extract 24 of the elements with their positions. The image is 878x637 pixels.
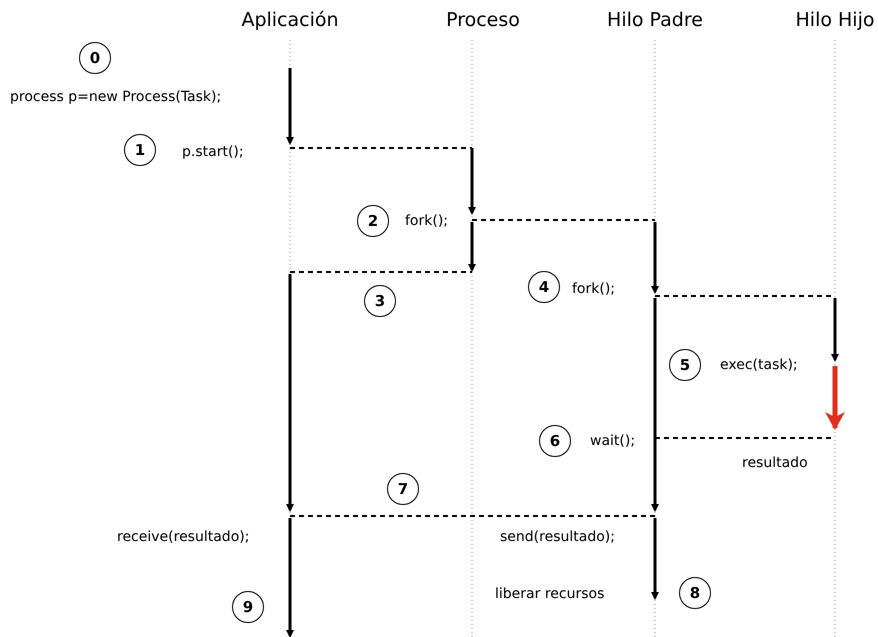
step-number: 6 <box>539 425 571 457</box>
step-number: 3 <box>364 285 396 317</box>
code-text: liberar recursos <box>495 585 604 603</box>
step-number: 1 <box>124 134 156 166</box>
lifeline-header: Aplicación <box>241 8 339 32</box>
code-text: receive(resultado); <box>117 528 250 546</box>
code-text: fork(); <box>572 280 615 298</box>
code-text: process p=new Process(Task); <box>10 88 222 106</box>
step-number: 5 <box>669 349 701 381</box>
return-label: resultado <box>742 454 808 472</box>
step-number: 9 <box>232 591 264 623</box>
step-number: 4 <box>528 271 560 303</box>
step-number: 2 <box>357 205 389 237</box>
lifeline-header: Hilo Hijo <box>796 8 874 32</box>
step-number: 7 <box>387 473 419 505</box>
code-text: send(resultado); <box>500 528 615 546</box>
step-number: 0 <box>79 42 111 74</box>
code-text: p.start(); <box>182 143 244 161</box>
code-text: wait(); <box>590 432 636 450</box>
lifeline-header: Hilo Padre <box>607 8 703 32</box>
step-number: 8 <box>679 577 711 609</box>
code-text: fork(); <box>405 212 448 230</box>
code-text: exec(task); <box>720 356 798 374</box>
lifeline-header: Proceso <box>446 8 520 32</box>
